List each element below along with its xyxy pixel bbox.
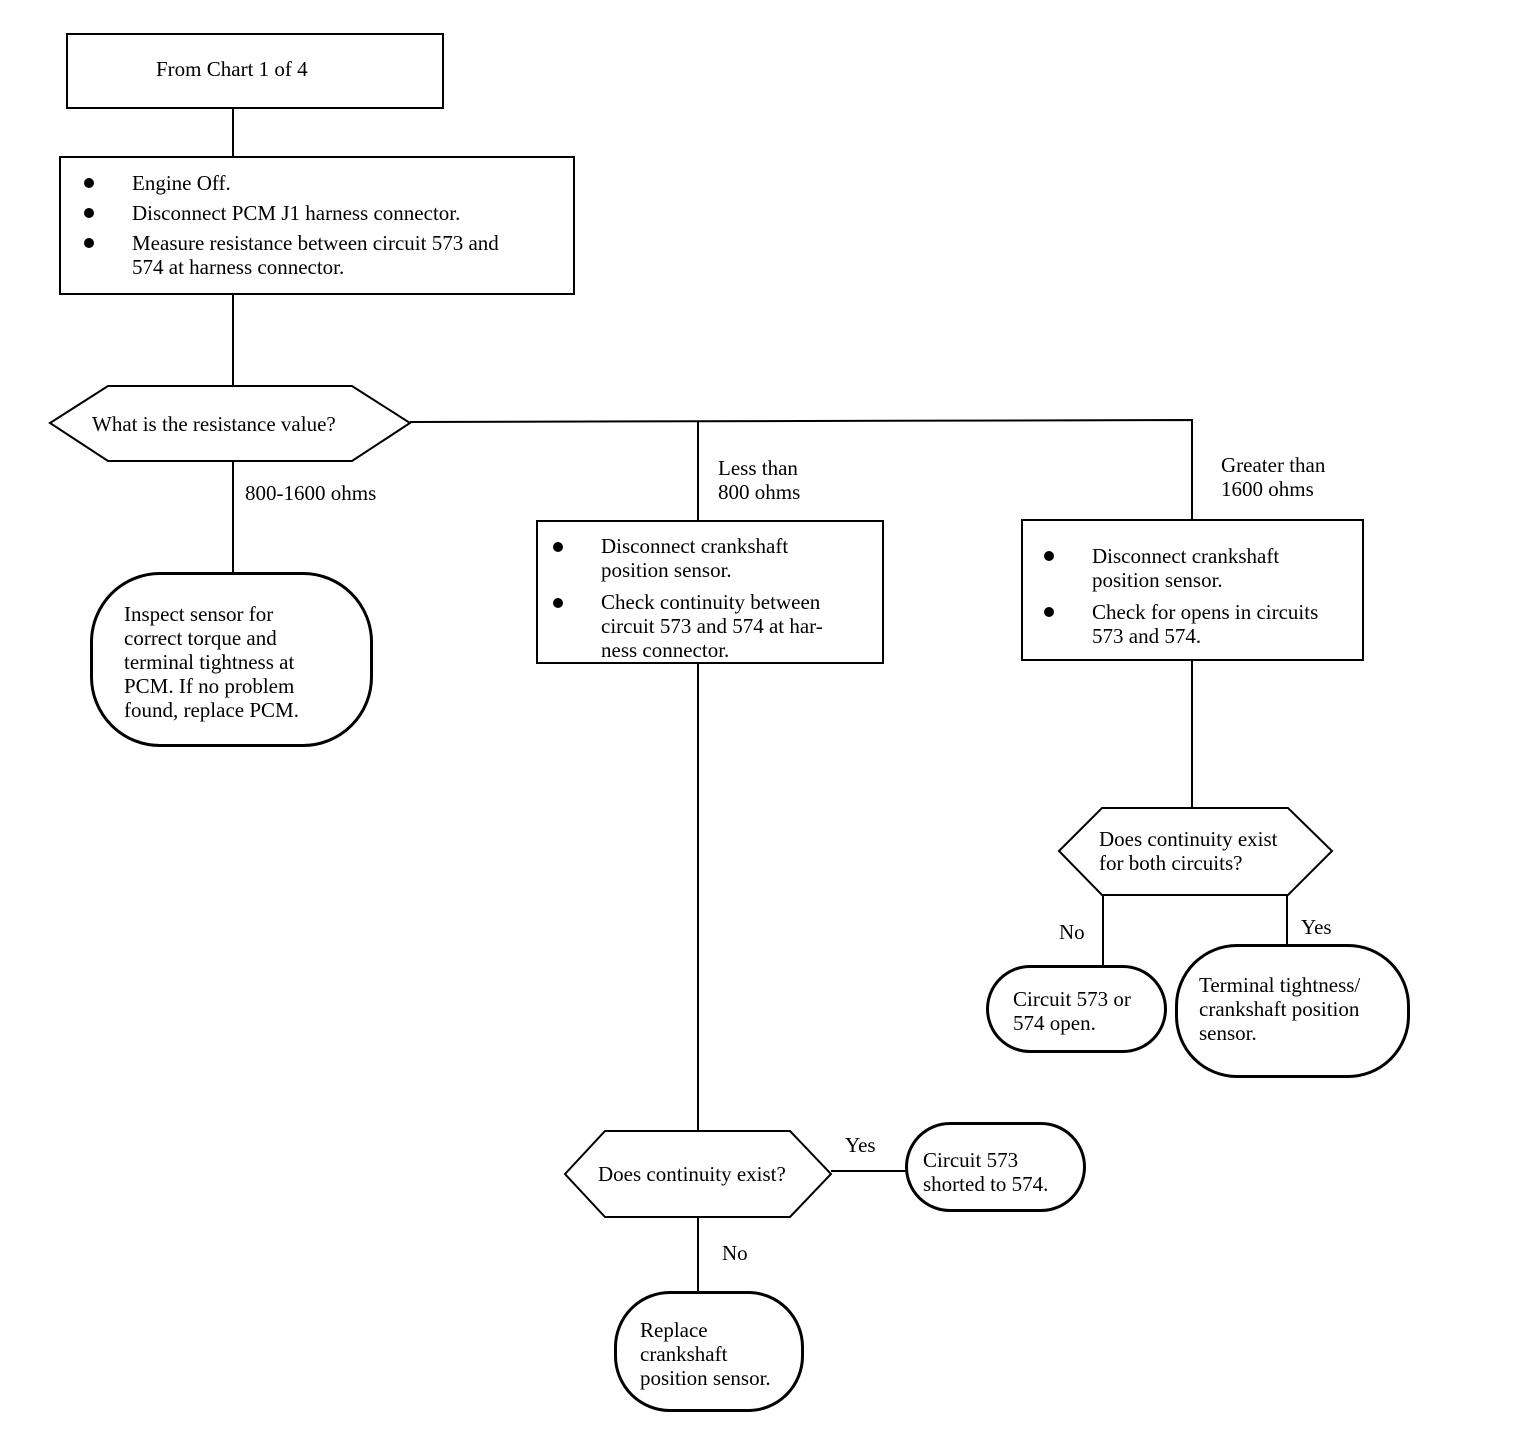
- bullet-icon: [1044, 607, 1054, 617]
- branch-label-800-1600: 800-1600 ohms: [245, 481, 377, 505]
- result-greater-no-text: Circuit 573 or 574 open.: [1013, 987, 1131, 1035]
- step-greater-box: Disconnect crankshaft position sensor. C…: [1021, 519, 1364, 661]
- result-less-no-text: Replace crankshaft position sensor.: [640, 1318, 771, 1390]
- decision1-text: What is the resistance value?: [92, 412, 336, 436]
- result-less-yes-terminal: Circuit 573 shorted to 574.: [905, 1122, 1086, 1212]
- bullet-icon: [84, 208, 94, 218]
- result-greater-no-terminal: Circuit 573 or 574 open.: [986, 965, 1167, 1053]
- decision-greater-yes-label: Yes: [1301, 915, 1332, 939]
- result-mid-text: Inspect sensor for correct torque and te…: [124, 602, 299, 722]
- bullet-icon: [553, 542, 563, 552]
- step1-bullet-2: Disconnect PCM J1 harness connector.: [132, 201, 461, 225]
- step1-box: Engine Off. Disconnect PCM J1 harness co…: [59, 156, 575, 295]
- step-less-bullet-1: Disconnect crankshaft position sensor.: [601, 534, 789, 582]
- decision-greater-text: Does continuity exist for both circuits?: [1099, 827, 1278, 875]
- step-less-bullet-2: Check continuity between circuit 573 and…: [601, 590, 823, 662]
- step-greater-bullet-2: Check for opens in circuits 573 and 574.: [1092, 600, 1319, 648]
- bullet-icon: [1044, 551, 1054, 561]
- result-greater-yes-text: Terminal tightness/ crankshaft position …: [1199, 973, 1361, 1045]
- decision-less-yes-label: Yes: [845, 1133, 876, 1157]
- step1-bullet-3: Measure resistance between circuit 573 a…: [132, 231, 499, 279]
- decision-less-no-label: No: [722, 1241, 748, 1265]
- start-box-text: From Chart 1 of 4: [156, 57, 308, 81]
- result-mid-terminal: Inspect sensor for correct torque and te…: [90, 572, 373, 747]
- start-box: From Chart 1 of 4: [66, 33, 444, 109]
- bullet-icon: [84, 238, 94, 248]
- result-greater-yes-terminal: Terminal tightness/ crankshaft position …: [1175, 944, 1410, 1078]
- step-greater-bullet-1: Disconnect crankshaft position sensor.: [1092, 544, 1280, 592]
- branch-label-greater-than-1600: Greater than 1600 ohms: [1221, 453, 1326, 501]
- connector-decision1-right: [409, 418, 1193, 520]
- result-less-yes-text: Circuit 573 shorted to 574.: [923, 1148, 1049, 1196]
- bullet-icon: [553, 598, 563, 608]
- step1-bullet-1: Engine Off.: [132, 171, 231, 195]
- step-less-box: Disconnect crankshaft position sensor. C…: [536, 520, 884, 664]
- result-less-no-terminal: Replace crankshaft position sensor.: [614, 1291, 804, 1412]
- decision-greater-no-label: No: [1059, 920, 1085, 944]
- decision-less-text: Does continuity exist?: [598, 1162, 786, 1186]
- branch-label-less-than-800: Less than 800 ohms: [718, 456, 801, 504]
- bullet-icon: [84, 178, 94, 188]
